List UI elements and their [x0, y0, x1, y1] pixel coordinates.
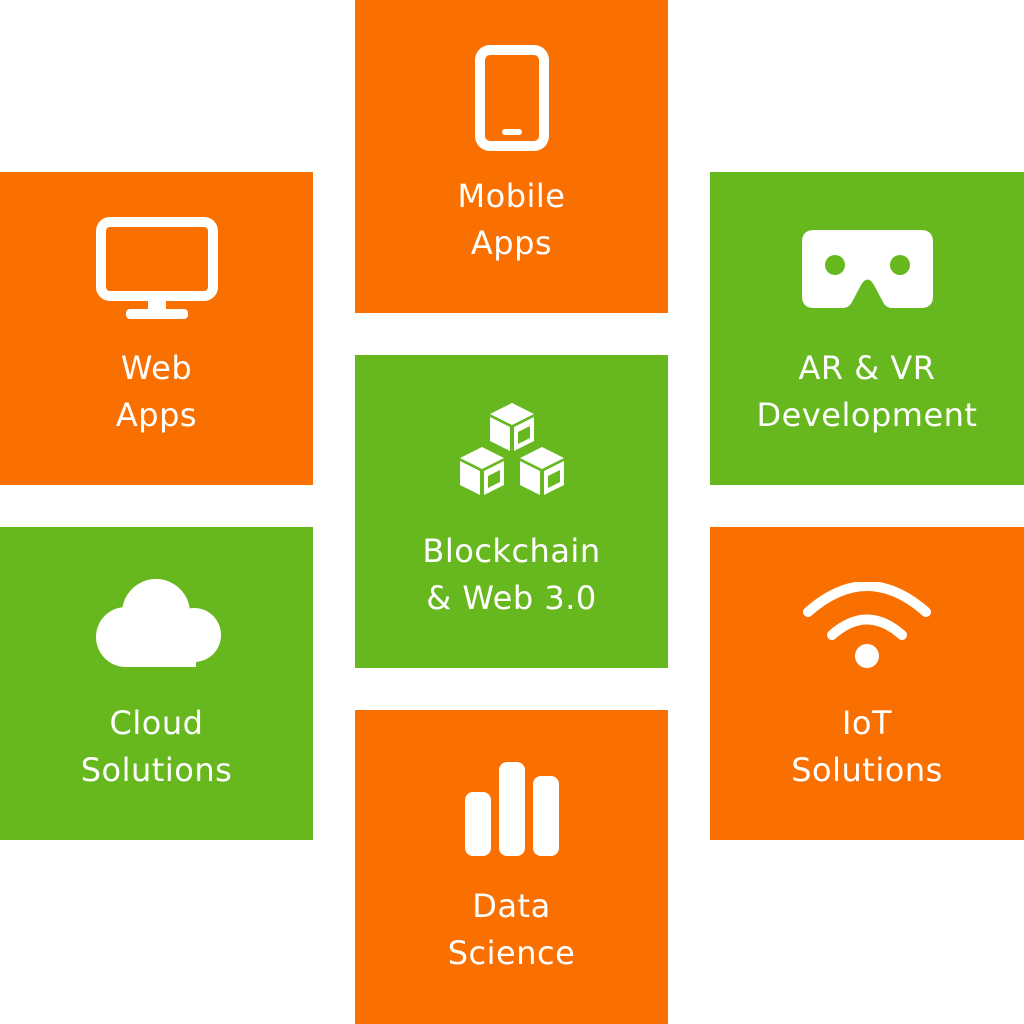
- blocks-icon: [460, 403, 564, 495]
- tile-cloud-solutions: Cloud Solutions: [0, 527, 313, 840]
- tile-mobile-apps: Mobile Apps: [355, 0, 668, 313]
- tile-label: Web Apps: [0, 345, 313, 439]
- tile-iot-solutions: IoT Solutions: [710, 527, 1024, 840]
- wifi-icon: [803, 582, 931, 668]
- tile-label-line-1: Blockchain: [422, 532, 601, 570]
- tile-label-line-2: Development: [756, 396, 978, 434]
- tile-blockchain-web3: Blockchain & Web 3.0: [355, 355, 668, 668]
- tile-label-line-2: Science: [447, 934, 576, 972]
- vr-headset-icon: [802, 230, 933, 308]
- tile-label-line-1: Cloud: [109, 704, 204, 742]
- tile-label-line-1: AR & VR: [798, 349, 936, 387]
- tile-label: IoT Solutions: [710, 700, 1024, 794]
- tile-label-line-1: Web: [120, 349, 193, 387]
- tile-label-line-1: Data: [472, 887, 551, 925]
- bar-chart-icon: [465, 762, 559, 856]
- tile-label: Mobile Apps: [355, 173, 668, 267]
- tile-label-line-2: Apps: [470, 224, 553, 262]
- tile-ar-vr-development: AR & VR Development: [710, 172, 1024, 485]
- tile-label-line-1: Mobile: [457, 177, 566, 215]
- tile-label: AR & VR Development: [710, 345, 1024, 439]
- tile-label-line-1: IoT: [841, 704, 893, 742]
- tile-label: Cloud Solutions: [0, 700, 313, 794]
- tile-label-line-2: Apps: [115, 396, 198, 434]
- tile-web-apps: Web Apps: [0, 172, 313, 485]
- cloud-icon: [96, 579, 221, 667]
- monitor-icon: [96, 217, 218, 319]
- tile-label: Blockchain & Web 3.0: [355, 528, 668, 622]
- tile-label-line-2: & Web 3.0: [426, 579, 597, 617]
- tile-label-line-2: Solutions: [80, 751, 233, 789]
- tile-label: Data Science: [355, 883, 668, 977]
- tile-label-line-2: Solutions: [791, 751, 943, 789]
- smartphone-icon: [475, 45, 549, 151]
- tile-data-science: Data Science: [355, 710, 668, 1024]
